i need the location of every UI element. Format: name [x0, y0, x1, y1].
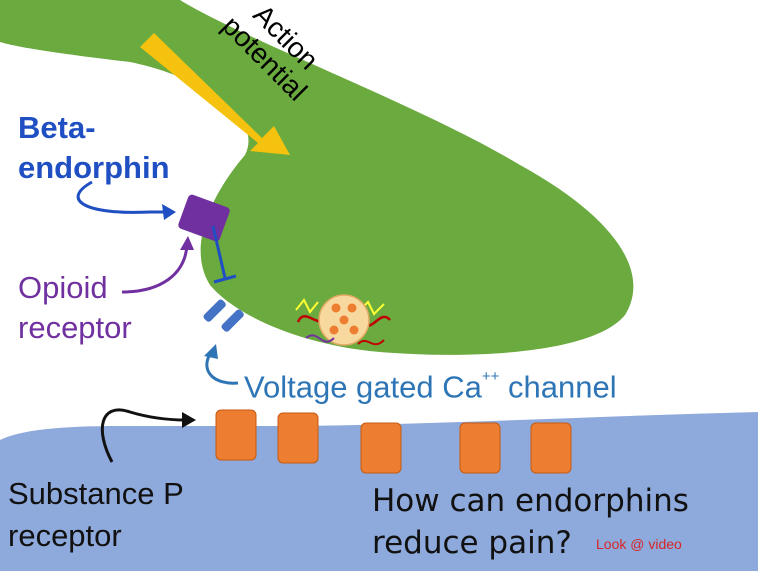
- opioid-receptor-label: Opioid receptor: [18, 268, 132, 348]
- substance-p-arrow: [100, 408, 187, 463]
- substance-p-label: Substance P receptor: [8, 473, 184, 557]
- question-line2: reduce pain?: [372, 525, 572, 561]
- opioid-receptor-line2: receptor: [18, 310, 132, 345]
- question-text: How can endorphins reduce pain?: [372, 480, 689, 564]
- beta-endorphin-arrowhead: [162, 204, 176, 220]
- substance-p-arrowhead: [182, 412, 196, 428]
- vgcc-arrow: [205, 353, 239, 385]
- opioid-receptor-line1: Opioid: [18, 270, 108, 305]
- inhibition-bar: [213, 274, 237, 284]
- question-line1: How can endorphins: [372, 483, 689, 519]
- beta-endorphin-line1: Beta-: [18, 110, 96, 145]
- beta-endorphin-label: Beta- endorphin: [18, 108, 170, 188]
- beta-endorphin-arrow: [76, 180, 168, 214]
- vgcc-suffix: channel: [499, 369, 617, 405]
- calcium-channel: [203, 299, 244, 332]
- presynaptic-terminal: [0, 0, 634, 355]
- beta-endorphin-line2: endorphin: [18, 150, 170, 185]
- inhibition-line: [211, 225, 227, 279]
- substance-p-receptors: [215, 409, 572, 474]
- opioid-arrowhead: [180, 236, 194, 250]
- substance-p-line2: receptor: [8, 518, 122, 553]
- substance-p-line1: Substance P: [8, 476, 184, 511]
- opioid-receptor: [178, 194, 230, 242]
- opioid-arrow: [121, 244, 189, 294]
- look-at-video-note: Look @ video: [596, 536, 682, 552]
- vgcc-superscript: ++: [481, 368, 500, 385]
- vgcc-label: Voltage gated Ca++ channel: [244, 362, 617, 407]
- vesicle: [295, 294, 391, 346]
- action-potential-arrow: [140, 33, 290, 155]
- vgcc-prefix: Voltage gated Ca: [244, 369, 482, 405]
- vgcc-arrowhead: [204, 344, 218, 359]
